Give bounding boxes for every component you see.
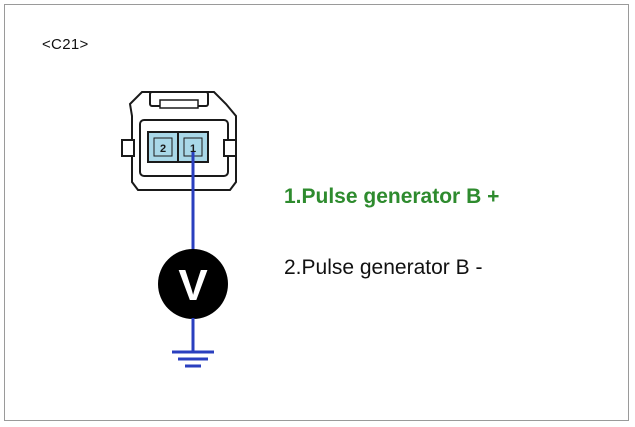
pin-1-description: 1.Pulse generator B +: [284, 185, 500, 208]
voltmeter-symbol: V: [158, 249, 228, 319]
pin-2-number: 2: [160, 143, 166, 155]
pin-1-number: 1: [190, 143, 196, 155]
connector-id-label: <C21>: [42, 36, 89, 53]
voltmeter-letter: V: [178, 261, 208, 310]
connector-housing: 2 1: [121, 91, 237, 191]
ground-icon: [172, 350, 214, 368]
diagram-frame: [4, 4, 629, 421]
pin-2-description: 2.Pulse generator B -: [284, 256, 483, 279]
